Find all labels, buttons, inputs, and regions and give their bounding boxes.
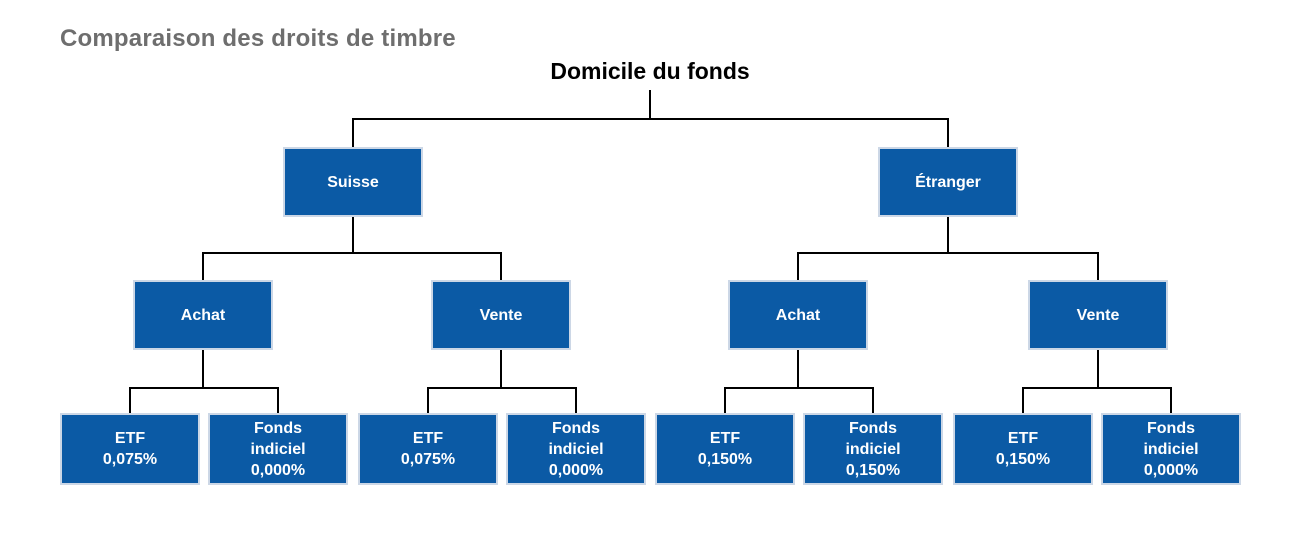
connector-line — [202, 252, 204, 280]
connector-line — [352, 118, 949, 120]
connector-line — [1097, 350, 1099, 387]
leaf-name: ETF — [114, 430, 146, 447]
connector-line — [427, 387, 429, 413]
connector-line — [352, 118, 354, 147]
node-suisse-achat: Achat — [133, 280, 273, 350]
node-label: Achat — [775, 306, 821, 324]
node-label: Vente — [479, 306, 523, 324]
leaf-suisse-achat-fonds-indiciel: Fonds indiciel 0,000% — [208, 413, 348, 485]
connector-line — [947, 118, 949, 147]
connector-line — [797, 350, 799, 387]
node-etranger-achat: Achat — [728, 280, 868, 350]
leaf-name: Fonds indiciel — [845, 419, 901, 458]
connector-line — [427, 387, 577, 389]
node-label: Suisse — [327, 173, 379, 191]
leaf-value: 0,150% — [697, 451, 753, 468]
leaf-name: Fonds indiciel — [548, 419, 604, 458]
connector-line — [1022, 387, 1024, 413]
node-etranger-vente: Vente — [1028, 280, 1168, 350]
leaf-value: 0,000% — [250, 461, 306, 479]
connector-line — [352, 217, 354, 252]
leaf-value: 0,150% — [995, 451, 1051, 468]
connector-line — [202, 252, 502, 254]
leaf-name: ETF — [412, 430, 444, 447]
leaf-suisse-vente-etf: ETF 0,075% — [358, 413, 498, 485]
connector-line — [1022, 387, 1172, 389]
leaf-name: Fonds indiciel — [250, 419, 306, 458]
leaf-name: ETF — [1007, 430, 1039, 447]
leaf-value: 0,075% — [400, 451, 456, 468]
connector-line — [202, 350, 204, 387]
connector-line — [947, 217, 949, 252]
connector-line — [1170, 387, 1172, 413]
leaf-etranger-achat-etf: ETF 0,150% — [655, 413, 795, 485]
node-label: Vente — [1076, 306, 1120, 324]
leaf-value: 0,000% — [1143, 461, 1199, 479]
connector-line — [129, 387, 279, 389]
page-title: Comparaison des droits de timbre — [60, 25, 456, 52]
node-label: Achat — [180, 306, 226, 324]
leaf-value: 0,075% — [102, 451, 158, 468]
connector-line — [500, 350, 502, 387]
leaf-suisse-vente-fonds-indiciel: Fonds indiciel 0,000% — [506, 413, 646, 485]
connector-line — [724, 387, 726, 413]
connector-line — [649, 90, 651, 118]
connector-line — [1097, 252, 1099, 280]
node-label: Étranger — [915, 173, 981, 191]
connector-line — [797, 252, 799, 280]
node-suisse-vente: Vente — [431, 280, 571, 350]
leaf-etranger-achat-fonds-indiciel: Fonds indiciel 0,150% — [803, 413, 943, 485]
connector-line — [129, 387, 131, 413]
leaf-suisse-achat-etf: ETF 0,075% — [60, 413, 200, 485]
connector-line — [277, 387, 279, 413]
connector-line — [500, 252, 502, 280]
node-etranger: Étranger — [878, 147, 1018, 217]
leaf-value: 0,150% — [845, 461, 901, 479]
connector-line — [872, 387, 874, 413]
node-suisse: Suisse — [283, 147, 423, 217]
leaf-name: Fonds indiciel — [1143, 419, 1199, 458]
connector-line — [724, 387, 874, 389]
leaf-etranger-vente-etf: ETF 0,150% — [953, 413, 1093, 485]
leaf-etranger-vente-fonds-indiciel: Fonds indiciel 0,000% — [1101, 413, 1241, 485]
root-node-label: Domicile du fonds — [550, 58, 750, 84]
leaf-name: ETF — [709, 430, 741, 447]
connector-line — [797, 252, 1099, 254]
leaf-value: 0,000% — [548, 461, 604, 479]
connector-line — [575, 387, 577, 413]
